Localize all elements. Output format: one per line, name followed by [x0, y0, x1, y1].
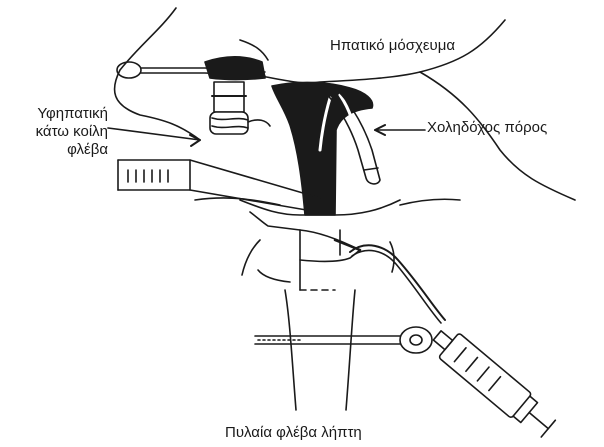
- clamp-middle: [118, 160, 320, 212]
- ivc-cuff: [210, 82, 270, 134]
- catheter-tube-inner: [352, 250, 441, 323]
- label-ivc-line2: κάτω κοίλη: [6, 123, 108, 141]
- label-infrahepatic-ivc: Υφηπατική κάτω κοίλη φλέβα: [6, 105, 108, 159]
- label-ivc-line3: φλέβα: [6, 141, 108, 159]
- label-portal-vein: Πυλαία φλέβα λήπτη: [225, 424, 362, 442]
- portal-vein: [242, 240, 394, 410]
- label-bile-duct: Χοληδόχος πόρος: [427, 119, 547, 137]
- clamp-lower: [255, 327, 432, 353]
- label-liver-graft: Ηπατικό μόσχευμα: [330, 37, 455, 55]
- syringe: [427, 323, 559, 441]
- label-ivc-line1: Υφηπατική: [6, 105, 108, 123]
- suprahepatic-vessel: [205, 57, 265, 80]
- label-arrows: [108, 125, 425, 146]
